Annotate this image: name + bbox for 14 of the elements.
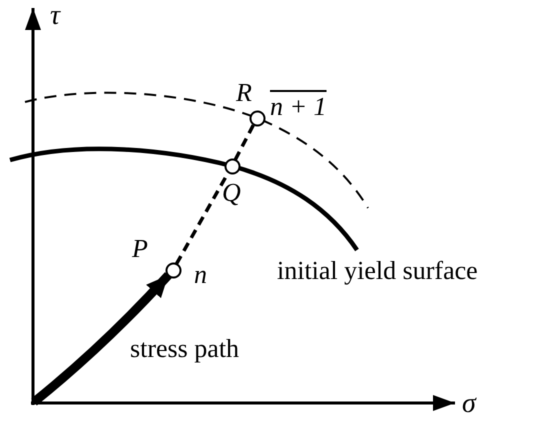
index-label: n + 1 (270, 92, 327, 120)
stress-point-circle (248, 110, 266, 126)
point-label: R (236, 80, 252, 106)
stress-point-circle (224, 158, 240, 174)
stress-point-circle (164, 262, 182, 278)
point-label: Q (222, 180, 241, 206)
point-label: P (132, 236, 148, 262)
stress-path-arrow (31, 272, 172, 406)
axis-label: τ (50, 2, 60, 30)
dashed-line (234, 123, 256, 161)
axis-label: σ (462, 390, 476, 418)
index-label: n (194, 262, 207, 288)
edge-label: stress path (130, 336, 240, 362)
curve-label: initial yield surface (277, 258, 478, 284)
